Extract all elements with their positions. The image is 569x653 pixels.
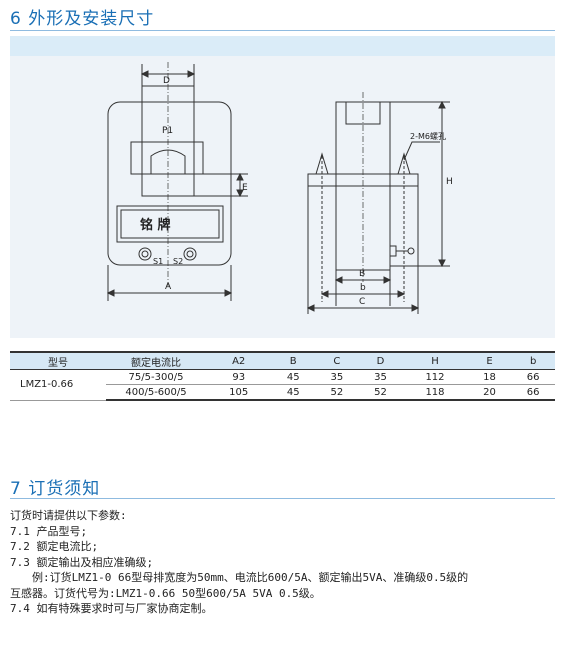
header-ratio: 额定电流比 — [106, 351, 206, 370]
front-housing — [107, 101, 232, 266]
table-cell: 400/5-600/5 — [106, 384, 206, 401]
terminal-s2-label: S2 — [173, 257, 183, 266]
terminal-s2-circle — [183, 247, 197, 261]
e-extension — [194, 173, 248, 197]
table-cell: 66 — [511, 369, 555, 385]
label-a: A — [165, 282, 172, 292]
spec-table: 型号 额定电流比 A2 B C D H E b LMZ1-0.66 75/5-3… — [10, 351, 555, 401]
section-7-divider — [10, 498, 555, 499]
table-cell: 105 — [206, 384, 272, 401]
order-line-7-4: 7.4 如有特殊要求时可与厂家协商定制。 — [10, 602, 213, 615]
label-screw: 2-M6螺孔 — [410, 131, 446, 141]
header-model: 型号 — [10, 351, 106, 370]
table-cell: 52 — [315, 384, 359, 401]
side-terminal — [389, 245, 397, 257]
section-7-title: 7 订货须知 — [10, 479, 101, 499]
table-cell: 35 — [315, 369, 359, 385]
table-cell: 18 — [467, 369, 512, 385]
header-b: B — [271, 351, 316, 370]
label-d: D — [163, 76, 170, 86]
order-line-example: 例:订货LMZ1-0 66型母排宽度为50mm、电流比600/5A、额定输出5V… — [32, 571, 469, 584]
header-a2: A2 — [206, 351, 272, 370]
d-extension — [141, 64, 195, 86]
label-b-lower: b — [360, 283, 366, 293]
dimension-drawing: D P1 E A 铭 牌 S1 S2 2-M6螺孔 H B b C — [10, 56, 555, 338]
terminal-s1-circle — [138, 247, 152, 261]
table-cell: 20 — [467, 384, 512, 401]
header-c: C — [315, 351, 359, 370]
drawing-svg: D P1 E A 铭 牌 S1 S2 2-M6螺孔 H B b C — [106, 62, 453, 314]
side-top-block — [345, 101, 381, 125]
table-row: LMZ1-0.66 75/5-300/5 93 45 35 35 112 18 … — [10, 369, 555, 401]
table-cell: 45 — [271, 369, 316, 385]
inner-clamp — [130, 141, 204, 175]
order-line-7-1: 7.1 产品型号; — [10, 524, 88, 538]
table-cell: 52 — [358, 384, 403, 401]
label-c: C — [359, 297, 365, 307]
nameplate-inner — [120, 209, 220, 239]
nameplate-text: 铭 牌 — [140, 217, 171, 233]
table-cell: 112 — [402, 369, 468, 385]
side-brackets — [315, 152, 411, 175]
table-cell: 66 — [511, 384, 555, 401]
order-line-intro: 订货时请提供以下参数: — [10, 509, 127, 522]
label-h: H — [446, 177, 453, 187]
section-6-title: 6 外形及安装尺寸 — [10, 9, 155, 29]
section-6-divider — [10, 30, 555, 31]
header-band — [10, 36, 555, 56]
screw-leader — [403, 141, 440, 161]
header-lb: b — [511, 351, 555, 370]
terminal-s1-label: S1 — [153, 257, 163, 266]
table-row: 400/5-600/5 105 45 52 52 118 20 66 — [10, 384, 555, 401]
order-line-7-3: 7.3 额定输出及相应准确级; — [10, 555, 154, 569]
table-cell: 35 — [358, 369, 403, 385]
order-line-example-cont: 互感器。订货代号为:LMZ1-0.66 50型600/5A 5VA 0.5级。 — [10, 586, 321, 600]
label-p1: P1 — [162, 126, 173, 136]
table-cell: 45 — [271, 384, 316, 401]
order-line-7-2: 7.2 额定电流比; — [10, 540, 99, 553]
order-instructions: 订货时请提供以下参数: 7.1 产品型号; 7.2 额定电流比; 7.3 额定输… — [10, 508, 558, 617]
table-cell: 75/5-300/5 — [106, 369, 206, 385]
header-e: E — [467, 351, 512, 370]
label-e: E — [242, 183, 248, 193]
header-d: D — [358, 351, 403, 370]
nameplate-frame — [116, 205, 224, 243]
table-cell: 93 — [206, 369, 272, 385]
label-b: B — [359, 269, 365, 279]
header-h: H — [402, 351, 468, 370]
table-header-row: 型号 额定电流比 A2 B C D H E b — [10, 351, 555, 370]
table-cell: 118 — [402, 384, 468, 401]
model-cell: LMZ1-0.66 — [10, 369, 106, 401]
